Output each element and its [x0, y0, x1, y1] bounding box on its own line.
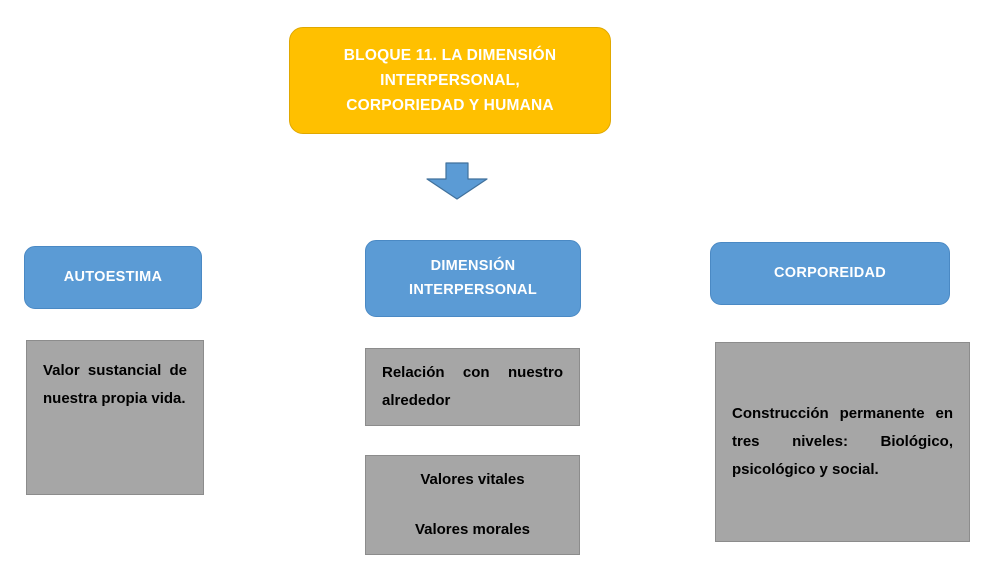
content-box-autoestima-text: Valor sustancial de nuestra propia vida.	[43, 362, 187, 407]
header-corporeidad-label: CORPOREIDAD	[773, 264, 887, 281]
title-line-2: INTERPERSONAL,	[380, 71, 520, 89]
header-autoestima-label: AUTOESTIMA	[63, 268, 163, 285]
content-box-autoestima: Valor sustancial de nuestra propia vida.	[26, 340, 204, 495]
content-box-corporeidad: Construcción permanente en tres niveles:…	[715, 342, 970, 542]
content-box-valores: Valores vitales Valores morales	[365, 455, 580, 555]
header-dimension-interpersonal[interactable]: DIMENSIÓN INTERPERSONAL	[365, 240, 581, 317]
title-line-3: CORPORIEDAD Y HUMANA	[346, 97, 554, 115]
title-line-1: BLOQUE 11. LA DIMENSIÓN	[343, 46, 557, 64]
header-dimension-line-1: DIMENSIÓN	[430, 257, 516, 274]
content-box-valores-line-1: Valores vitales	[420, 471, 525, 489]
header-dimension-line-2: INTERPERSONAL	[409, 281, 537, 298]
content-box-valores-line-2: Valores morales	[414, 521, 531, 538]
down-arrow-icon	[426, 162, 488, 200]
content-box-relacion: Relación con nuestro alrededor	[365, 348, 580, 426]
title-banner: BLOQUE 11. LA DIMENSIÓN INTERPERSONAL, C…	[289, 27, 611, 134]
content-box-relacion-text: Relación con nuestro alrededor	[382, 364, 563, 409]
header-corporeidad[interactable]: CORPOREIDAD	[710, 242, 950, 305]
content-box-corporeidad-text: Construcción permanente en tres niveles:…	[732, 405, 953, 478]
header-autoestima[interactable]: AUTOESTIMA	[24, 246, 202, 309]
